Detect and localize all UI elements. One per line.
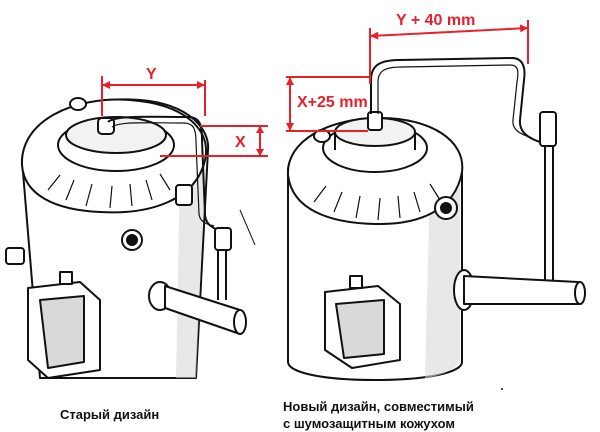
new-y-arrow-right: [520, 24, 528, 33]
new-discharge-pipe: [370, 57, 541, 143]
old-leader-line: [239, 209, 256, 246]
old-center-dome-top: [65, 116, 167, 154]
caption-new-line1: Новый дизайн, совместимый: [283, 399, 474, 414]
new-dimensions: [286, 20, 529, 132]
old-lifting-lug: [69, 97, 87, 111]
new-discharge-pipe-inner: [377, 64, 533, 139]
new-discharge-stub: [367, 111, 383, 131]
new-top-cap-ridges: [313, 183, 441, 221]
new-compressor: [286, 57, 586, 381]
old-terminal-tab: [59, 271, 73, 285]
caption-new-line2: с шумозащитным кожухом: [283, 416, 455, 431]
new-terminal-box-face: [335, 299, 385, 359]
old-x-arrow-top: [256, 126, 264, 133]
old-x-arrow-bottom: [256, 149, 264, 156]
old-discharge-pipe-inner: [111, 122, 215, 227]
old-terminal-box-face: [39, 295, 85, 369]
old-y-arrow-left: [102, 81, 110, 89]
old-side-fitting-inner: [126, 234, 138, 246]
new-y-label: Y + 40 mm: [396, 12, 475, 29]
new-y-dim-line: [369, 27, 529, 37]
old-top-cap-ridges: [47, 173, 171, 209]
old-y-arrow-right: [197, 81, 205, 89]
new-center-dome-wall: [334, 132, 416, 150]
new-suction-end: [574, 281, 586, 305]
new-x-label: X+25 mm: [297, 94, 368, 111]
new-y-arrow-left: [370, 31, 379, 40]
old-right-bracket: [175, 184, 193, 206]
old-valve: [214, 227, 232, 251]
new-terminal-tab: [349, 275, 363, 289]
new-suction-pipe: [463, 275, 585, 305]
old-compressor: [5, 97, 247, 379]
new-side-fitting-inner: [440, 202, 452, 214]
old-suction-end: [233, 309, 247, 335]
new-vertical-pipe: [544, 146, 554, 282]
caption-old-design: Старый дизайн: [60, 407, 160, 422]
old-left-nozzle: [5, 247, 25, 265]
old-x-label: X: [235, 134, 246, 151]
new-x-arrow-top: [286, 77, 294, 85]
new-valve: [539, 111, 557, 147]
old-dimensions: [101, 76, 268, 157]
stray-mark: [501, 388, 503, 390]
caption-new-design: Новый дизайн, совместимый с шумозащитным…: [283, 398, 474, 432]
new-x-arrow-bottom: [286, 123, 294, 131]
old-y-label: Y: [146, 66, 157, 83]
